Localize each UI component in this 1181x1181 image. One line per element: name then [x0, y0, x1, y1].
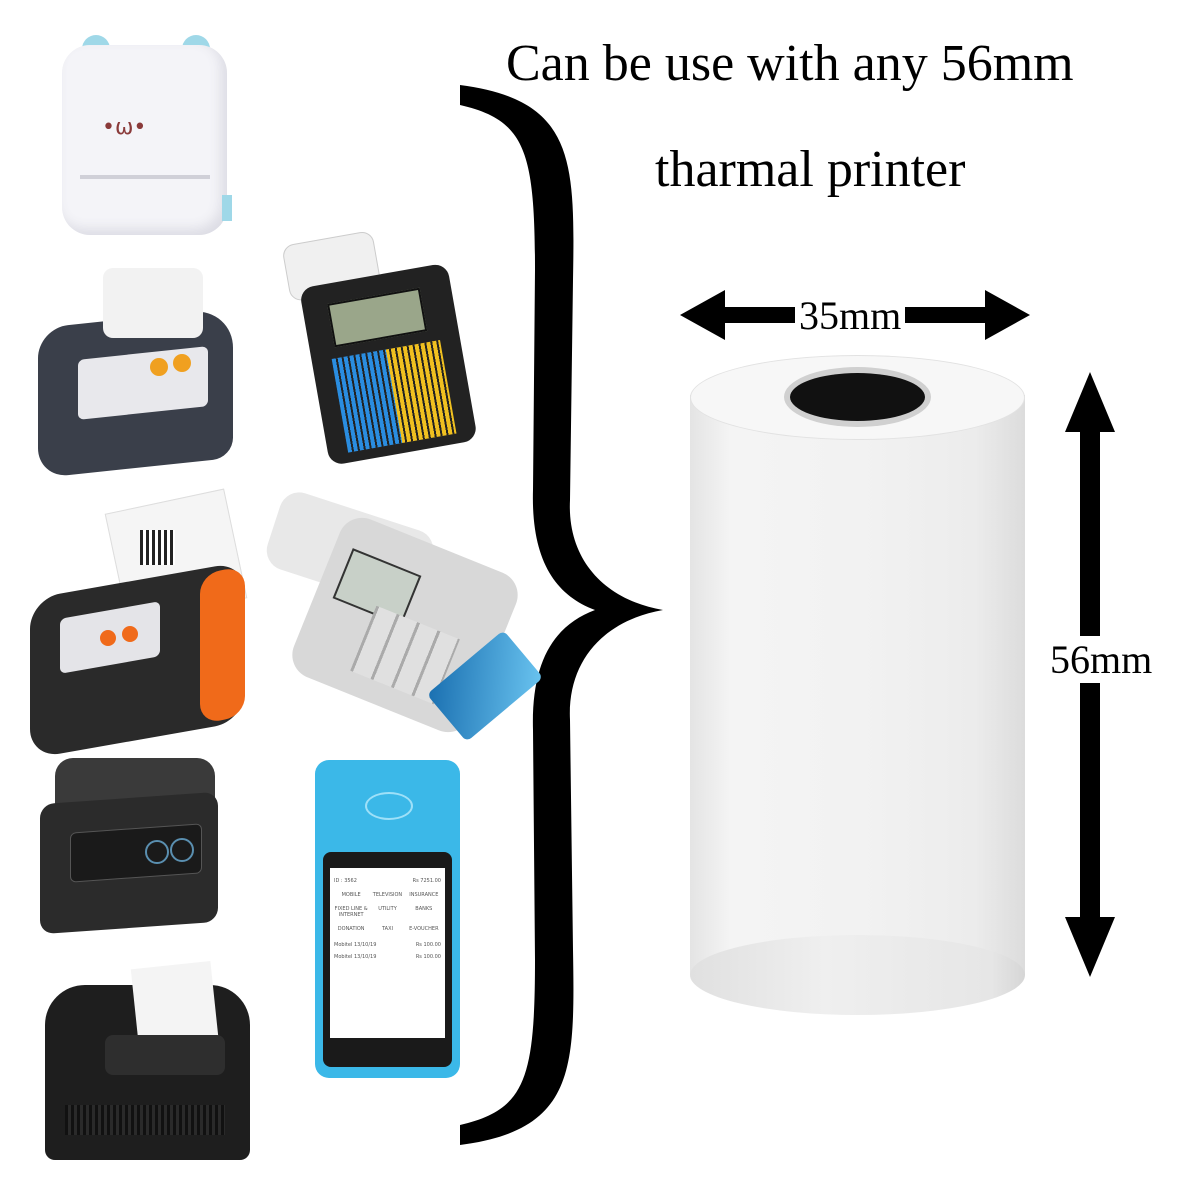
- portable-printer-orange: [30, 488, 250, 759]
- mobile-printer-black: [40, 758, 220, 935]
- width-label: 35mm: [795, 292, 906, 339]
- pos-tile: MOBILE: [341, 892, 361, 898]
- roll-body: [690, 395, 1025, 975]
- pos-amount: Rs 100.00: [415, 954, 441, 960]
- pos-tile: UTILITY: [378, 906, 397, 912]
- pos-transaction: Mobitel 13/10/19: [334, 942, 377, 948]
- pos-id: ID : 3562: [334, 878, 357, 884]
- pos-transaction: Mobitel 13/10/19: [334, 954, 377, 960]
- portable-printer-gray: [38, 258, 238, 479]
- card-pos-terminal: [261, 487, 544, 742]
- pos-tile: E-VOUCHER: [409, 926, 439, 932]
- headline-line-2: tharmal printer: [655, 141, 966, 198]
- roll-bottom: [690, 935, 1025, 1015]
- pos-tile: FIXED LINE & INTERNET: [334, 906, 368, 918]
- pos-amount: Rs 100.00: [415, 942, 441, 948]
- desktop-receipt-printer: [45, 961, 255, 1165]
- pos-tile: INSURANCE: [409, 892, 439, 898]
- keypad-billing-machine: [271, 216, 493, 475]
- cat-mini-printer: •ω•: [62, 35, 232, 240]
- height-label: 56mm: [1046, 636, 1157, 683]
- curly-brace-icon: [460, 85, 663, 1145]
- pos-tile: TELEVISION: [372, 892, 403, 898]
- pos-balance: Rs 7251.00: [412, 878, 441, 884]
- pos-tile: DONATION: [337, 926, 365, 932]
- pos-tile: BANKS: [415, 906, 433, 912]
- paper-roll: [690, 355, 1025, 1015]
- headline-line-1: Can be use with any 56mm: [506, 35, 1074, 92]
- pos-tile: TAXI: [381, 926, 393, 932]
- roll-core: [790, 373, 925, 421]
- android-pos-terminal: ID : 3562 Rs 7251.00 MOBILE TELEVISION I…: [315, 760, 460, 1078]
- pos-screen: ID : 3562 Rs 7251.00 MOBILE TELEVISION I…: [330, 868, 445, 1038]
